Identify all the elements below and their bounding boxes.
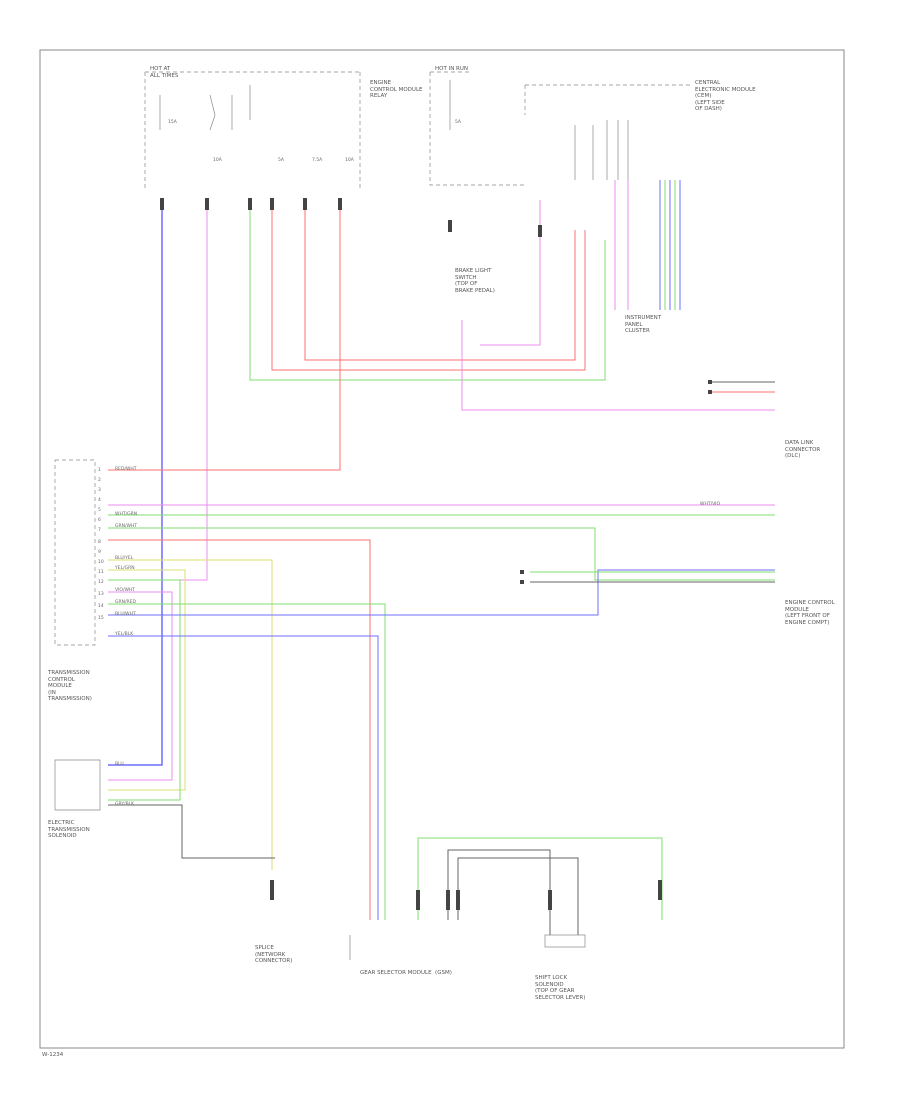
wire-red-3 [108, 200, 341, 471]
wire-red-2 [304, 200, 576, 361]
tcm-pin-number: 2 [98, 478, 101, 483]
wire-blue-2 [108, 569, 775, 616]
shift-lock-outline [544, 934, 586, 948]
tcm-pin-number: 5 [98, 508, 101, 513]
wire-pink-brake-2 [461, 320, 775, 411]
label-ecm: ENGINE CONTROL MODULE (LEFT FRONT OF ENG… [785, 600, 835, 626]
wire-green-gsm [417, 837, 663, 920]
fuse-label-4: 7.5A [312, 158, 323, 163]
tcm-pin-number: 4 [98, 498, 101, 503]
tcm-pin-number: 9 [98, 550, 101, 555]
connector-marks [160, 198, 712, 910]
fuse-label-5: 10A [345, 158, 354, 163]
wire-gray-ground [108, 804, 275, 859]
wire-yellow-1 [108, 559, 273, 870]
wire-green-2 [108, 579, 181, 801]
tcm-pin-number: 3 [98, 488, 101, 493]
wire-red-gsm [108, 539, 371, 920]
tcm-pin-number: 1 [98, 468, 101, 473]
fuse-symbols [159, 80, 629, 180]
wire-gray-shiftlock-2 [457, 857, 579, 935]
label-splice: SPLICE (NETWORK CONNECTOR) [255, 945, 293, 964]
code-blu: BLU [115, 762, 124, 767]
tcm-pin-number: 6 [98, 518, 101, 523]
wire-green-3 [108, 603, 386, 920]
wire-green-top [249, 200, 606, 381]
code-grn-wht: GRN/WHT [115, 524, 138, 529]
label-gear-selector: GEAR SELECTOR MODULE (GSM) [360, 970, 452, 976]
code-yel-grn: YEL/GRN [115, 566, 135, 571]
solenoid-outline [54, 759, 101, 811]
fuse-label-3: 5A [278, 158, 284, 163]
fuse-label-2: 10A [213, 158, 222, 163]
code-wht-vio: WHT/VIO [700, 502, 721, 507]
wire-blue-main [108, 200, 163, 766]
label-cem: CENTRAL ELECTRONIC MODULE (CEM) (LEFT SI… [695, 80, 756, 112]
code-blu-yel: BLU/YEL [115, 556, 134, 561]
tcm-pin-number: 13 [98, 592, 104, 597]
fuse-box-outline [144, 71, 361, 190]
tcm-outline [54, 459, 96, 646]
tcm-pin-number: 7 [98, 528, 101, 533]
cem2-outline [524, 84, 690, 115]
code-red-top: RED/WHT [115, 467, 137, 472]
code-blu-wht: BLU/WHT [115, 612, 136, 617]
wire-yellow-2 [108, 569, 186, 791]
footer-id: W-1234 [42, 1052, 64, 1058]
wire-pink-1 [108, 200, 208, 581]
label-brake-switch: BRAKE LIGHT SWITCH (TOP OF BRAKE PEDAL) [455, 268, 495, 294]
tcm-pin-number: 12 [98, 580, 104, 585]
tcm-pin-number: 8 [98, 540, 101, 545]
code-vio-wht: VIO/WHT [115, 588, 136, 593]
wire-pink-brake [480, 200, 541, 346]
wire-green-ecm [108, 527, 775, 581]
wire-bundle-mid [614, 180, 629, 310]
label-dlc: DATA LINK CONNECTOR (DLC) [785, 440, 821, 459]
label-fuse-box-top: HOT AT ALL TIMES [150, 66, 179, 79]
code-grn-red: GRN/RED [115, 600, 136, 605]
tcm-pin-number: 11 [98, 570, 104, 575]
label-tcm: TRANSMISSION CONTROL MODULE (IN TRANSMIS… [48, 670, 92, 702]
label-shift-lock: SHIFT LOCK SOLENOID (TOP OF GEAR SELECTO… [535, 975, 586, 1001]
tcm-pin-number: 15 [98, 616, 104, 621]
label-hot-in-run: HOT IN RUN [435, 66, 469, 72]
tcm-pin-number: 14 [98, 604, 104, 609]
wire-bundle-right-g [664, 180, 676, 310]
diagram-border [39, 49, 845, 1049]
code-yel-blk: YEL/BLK [115, 632, 134, 637]
code-wht-grn: WHT/GRN [115, 512, 138, 517]
label-instrument-panel: INSTRUMENT PANEL CLUSTER [625, 315, 662, 334]
tcm-pin-number: 10 [98, 560, 104, 565]
fuse-label-1: 15A [168, 120, 177, 125]
wire-pink-2 [108, 591, 173, 781]
wire-blue-3 [108, 635, 379, 920]
code-gry-blk: GRY/BLK [115, 802, 135, 807]
fuse-label-6: 5A [455, 120, 461, 125]
wire-bundle-right [659, 180, 681, 310]
wire-gray-shiftlock [447, 849, 551, 935]
label-relay: ENGINE CONTROL MODULE RELAY [370, 80, 423, 99]
label-solenoid: ELECTRIC TRANSMISSION SOLENOID [48, 820, 90, 839]
cem-outline [429, 71, 525, 186]
wire-red-1 [271, 200, 586, 371]
